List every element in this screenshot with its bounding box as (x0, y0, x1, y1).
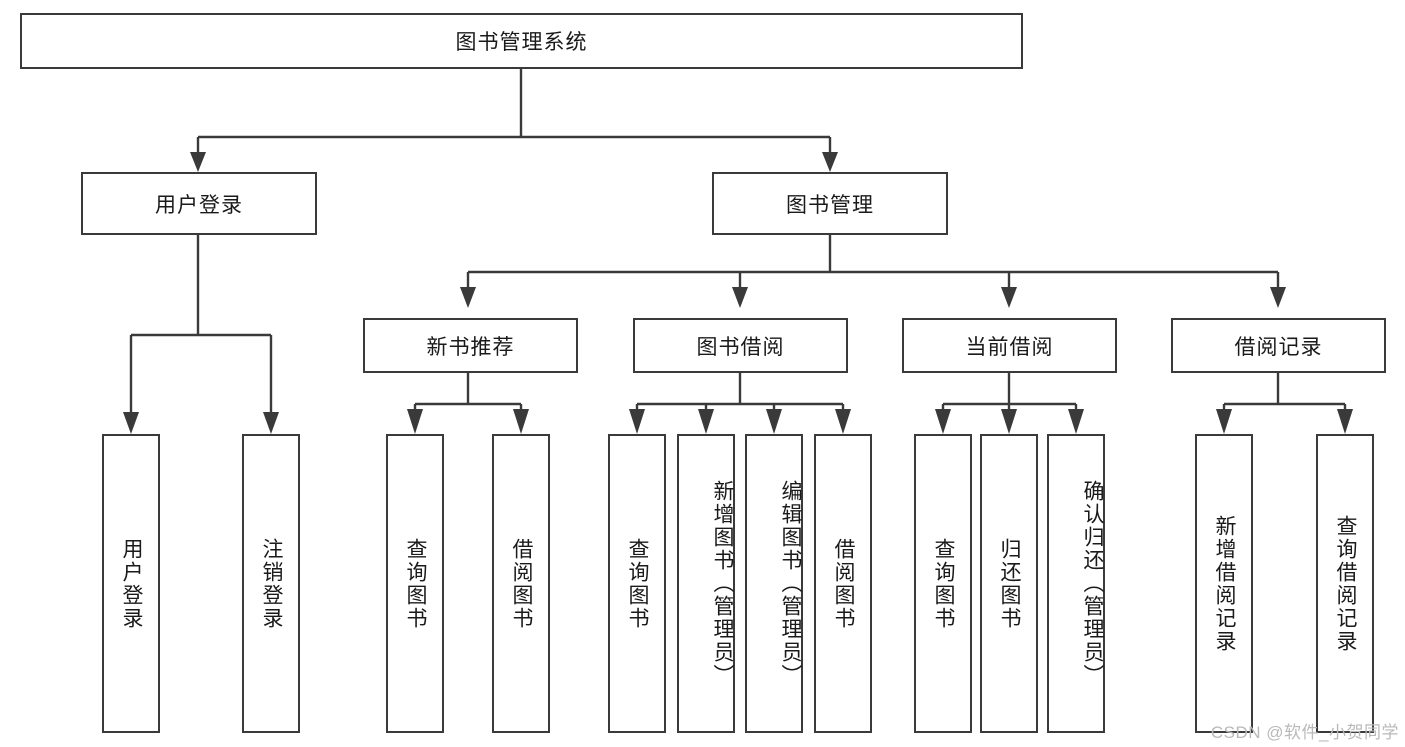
leaf-edit-book[interactable]: 编辑图书（管理员） (745, 434, 803, 733)
leaf-add-book-label: 新增图书（管理员） (711, 480, 734, 687)
arrow-leaf-add-record (1216, 409, 1232, 434)
leaf-query-record-label: 查询借阅记录 (1334, 514, 1358, 653)
csdn-watermark: CSDN @软件_小贺同学 (1210, 723, 1399, 742)
node-user-login[interactable]: 用户登录 (81, 172, 317, 235)
leaf-return-book-label: 归还图书 (998, 537, 1022, 630)
arrow-leaf-query-record (1337, 409, 1353, 434)
node-borrow-record[interactable]: 借阅记录 (1171, 318, 1386, 373)
node-current-borrow[interactable]: 当前借阅 (902, 318, 1117, 373)
leaf-confirm-return[interactable]: 确认归还（管理员） (1047, 434, 1105, 733)
leaf-user-login[interactable]: 用户登录 (102, 434, 160, 733)
arrow-leaf-edit-book (766, 409, 782, 434)
leaf-query-book-2[interactable]: 查询图书 (608, 434, 666, 733)
arrow-leaf-add-book (698, 409, 714, 434)
node-book-manage[interactable]: 图书管理 (712, 172, 948, 235)
arrow-to-current-borrow (1001, 287, 1017, 308)
leaf-add-record[interactable]: 新增借阅记录 (1195, 434, 1253, 733)
leaf-confirm-return-label: 确认归还（管理员） (1081, 480, 1104, 687)
leaf-edit-book-label: 编辑图书（管理员） (779, 480, 802, 687)
node-book-borrow[interactable]: 图书借阅 (633, 318, 848, 373)
arrow-leaf-logout (263, 412, 279, 434)
node-user-login-label: 用户登录 (155, 193, 243, 217)
leaf-borrow-book-1-label: 借阅图书 (510, 537, 534, 630)
leaf-borrow-book-1[interactable]: 借阅图书 (492, 434, 550, 733)
node-book-borrow-label: 图书借阅 (696, 335, 785, 359)
node-root[interactable]: 图书管理系统 (20, 13, 1023, 69)
arrow-to-new-book-recommend (460, 287, 476, 308)
node-borrow-record-label: 借阅记录 (1234, 335, 1323, 359)
leaf-query-book-3-label: 查询图书 (932, 537, 956, 630)
leaf-query-book-1[interactable]: 查询图书 (386, 434, 444, 733)
arrow-to-book-manage (822, 152, 838, 172)
arrow-leaf-borrow-book-1 (513, 409, 529, 434)
leaf-query-record[interactable]: 查询借阅记录 (1316, 434, 1374, 733)
leaf-borrow-book-2[interactable]: 借阅图书 (814, 434, 872, 733)
arrow-to-user-login (190, 152, 206, 172)
node-root-label: 图书管理系统 (455, 31, 588, 54)
arrow-leaf-borrow-book-2 (835, 409, 851, 434)
leaf-query-book-1-label: 查询图书 (404, 537, 428, 630)
leaf-add-record-label: 新增借阅记录 (1213, 514, 1237, 653)
leaf-query-book-2-label: 查询图书 (626, 537, 650, 630)
arrow-leaf-query-book-2 (629, 409, 645, 434)
leaf-user-login-label: 用户登录 (120, 537, 144, 630)
leaf-add-book[interactable]: 新增图书（管理员） (677, 434, 735, 733)
node-new-book-recommend-label: 新书推荐 (426, 335, 515, 359)
arrow-leaf-confirm-return (1068, 409, 1084, 434)
leaf-query-book-3[interactable]: 查询图书 (914, 434, 972, 733)
node-current-borrow-label: 当前借阅 (965, 335, 1054, 359)
leaf-borrow-book-2-label: 借阅图书 (832, 537, 856, 630)
node-book-manage-label: 图书管理 (786, 193, 874, 217)
node-new-book-recommend[interactable]: 新书推荐 (363, 318, 578, 373)
arrow-leaf-query-book-1 (407, 409, 423, 434)
arrow-leaf-return-book (1001, 409, 1017, 434)
leaf-logout-label: 注销登录 (260, 537, 284, 630)
arrow-to-borrow-record (1270, 287, 1286, 308)
leaf-logout[interactable]: 注销登录 (242, 434, 300, 733)
leaf-return-book[interactable]: 归还图书 (980, 434, 1038, 733)
arrow-leaf-user-login (123, 412, 139, 434)
arrow-to-book-borrow (732, 287, 748, 308)
arrow-leaf-query-book-3 (935, 409, 951, 434)
